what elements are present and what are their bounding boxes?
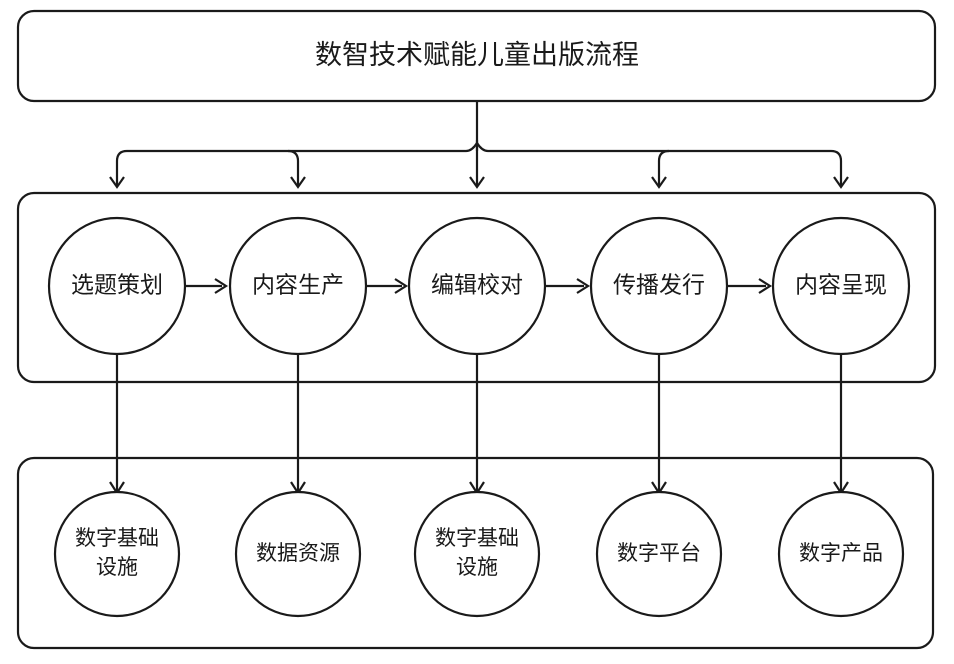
technology-label-3-line2: 设施	[456, 555, 498, 579]
technology-circle-4[interactable]	[595, 490, 723, 618]
technology-label-1-line2: 设施	[96, 555, 138, 579]
flow-arrowhead-4-5	[758, 278, 773, 294]
bus-branch-4-elbow	[657, 149, 670, 186]
process-label-1: 选题策划	[71, 272, 163, 297]
bus-left-end-elbow	[115, 149, 128, 186]
bus-left-segment	[127, 142, 478, 153]
process-circle-5[interactable]	[771, 216, 911, 356]
bus-right-segment	[476, 142, 831, 153]
arrowhead-to-process-1	[109, 176, 125, 189]
process-label-2: 内容生产	[252, 272, 344, 297]
technology-circle-1[interactable]	[53, 490, 181, 618]
process-label-3: 编辑校对	[431, 272, 523, 297]
bus-branch-2-elbow	[287, 149, 300, 186]
arrowhead-to-process-3	[469, 176, 485, 189]
technology-label-2-line1: 数据资源	[256, 541, 340, 565]
arrowhead-to-process-5	[833, 176, 849, 189]
technology-circle-5[interactable]	[777, 490, 905, 618]
bus-right-end-elbow	[830, 149, 843, 186]
flow-arrowhead-3-4	[576, 278, 591, 294]
flow-arrowhead-1-2	[214, 278, 229, 294]
process-circle-1[interactable]	[47, 216, 187, 356]
technology-label-1-line1: 数字基础	[75, 526, 159, 550]
technology-circle-3[interactable]	[413, 490, 541, 618]
process-circle-3[interactable]	[407, 216, 547, 356]
process-circle-4[interactable]	[589, 216, 729, 356]
flow-arrowhead-2-3	[394, 278, 409, 294]
arrowhead-to-process-4	[651, 176, 667, 189]
process-label-4: 传播发行	[613, 272, 705, 297]
technology-label-5-line1: 数字产品	[799, 541, 883, 565]
arrowhead-to-process-2	[290, 176, 306, 189]
title-label: 数智技术赋能儿童出版流程	[315, 40, 639, 70]
technology-circle-2[interactable]	[234, 490, 362, 618]
process-circle-2[interactable]	[228, 216, 368, 356]
technology-label-4-line1: 数字平台	[617, 541, 701, 565]
process-label-5: 内容呈现	[795, 272, 887, 297]
technology-label-3-line1: 数字基础	[435, 526, 519, 550]
